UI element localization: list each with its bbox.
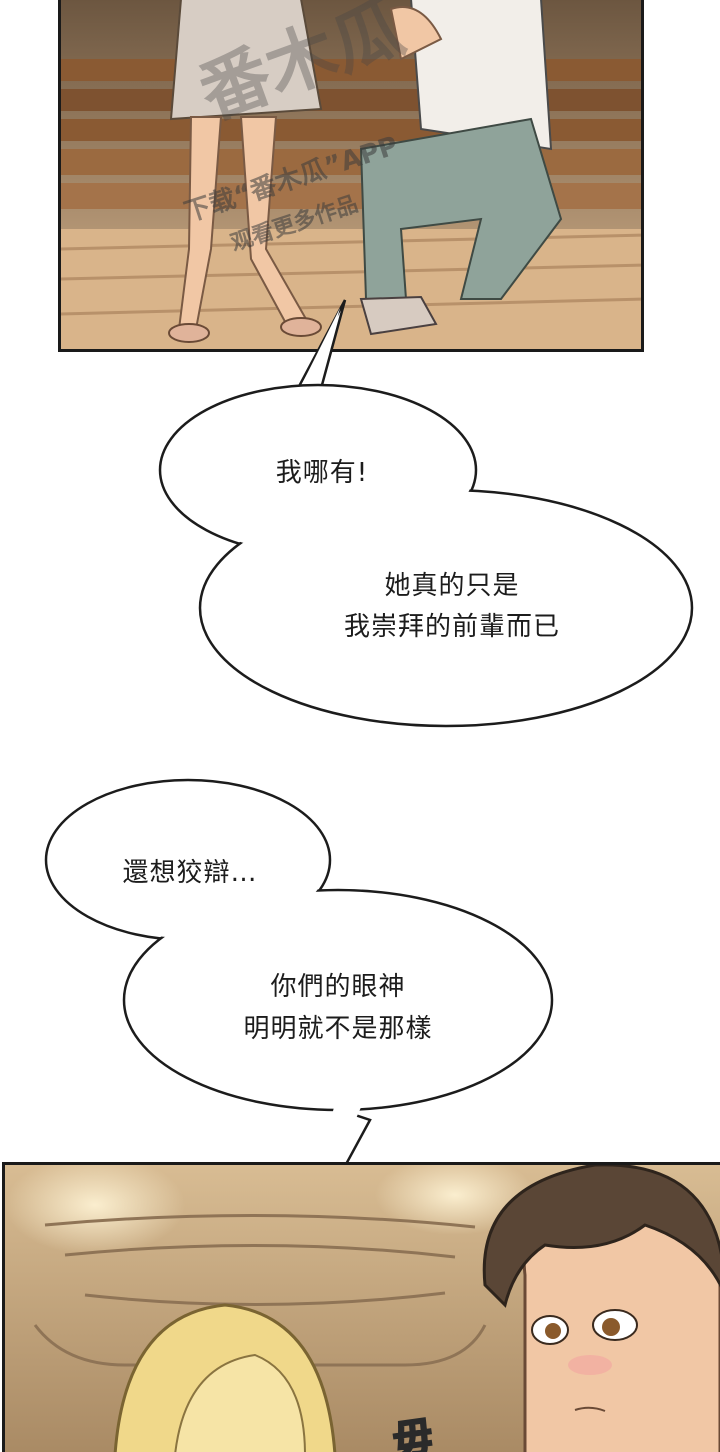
cafe-scene-illustration: 毋 [5, 1165, 720, 1452]
bench-scene-illustration: 番木瓜 [61, 0, 641, 349]
sfx-text: 毋 [390, 1414, 436, 1452]
bubble1-line1: 我哪有! [275, 458, 369, 488]
comic-panel-top: 番木瓜 下载“番木瓜”APP 观看更多作品 [58, 0, 644, 352]
chandelier [33, 1213, 487, 1367]
bubble2-line2: 你們的眼神 [270, 972, 406, 1002]
boy-face-figure [482, 1165, 720, 1452]
bubble2-line1: 還想狡辯… [122, 858, 258, 888]
comic-panel-bottom: 毋 [2, 1162, 720, 1452]
bubble1-line3: 我崇拜的前輩而已 [343, 612, 561, 642]
blonde-girl-figure [113, 1303, 337, 1452]
speech-bubble-1 [158, 299, 694, 728]
bubble1-line2: 她真的只是 [384, 571, 520, 601]
boy-figure [359, 0, 563, 336]
floor [61, 229, 641, 349]
bubble2-line3: 明明就不是那樣 [243, 1014, 433, 1044]
